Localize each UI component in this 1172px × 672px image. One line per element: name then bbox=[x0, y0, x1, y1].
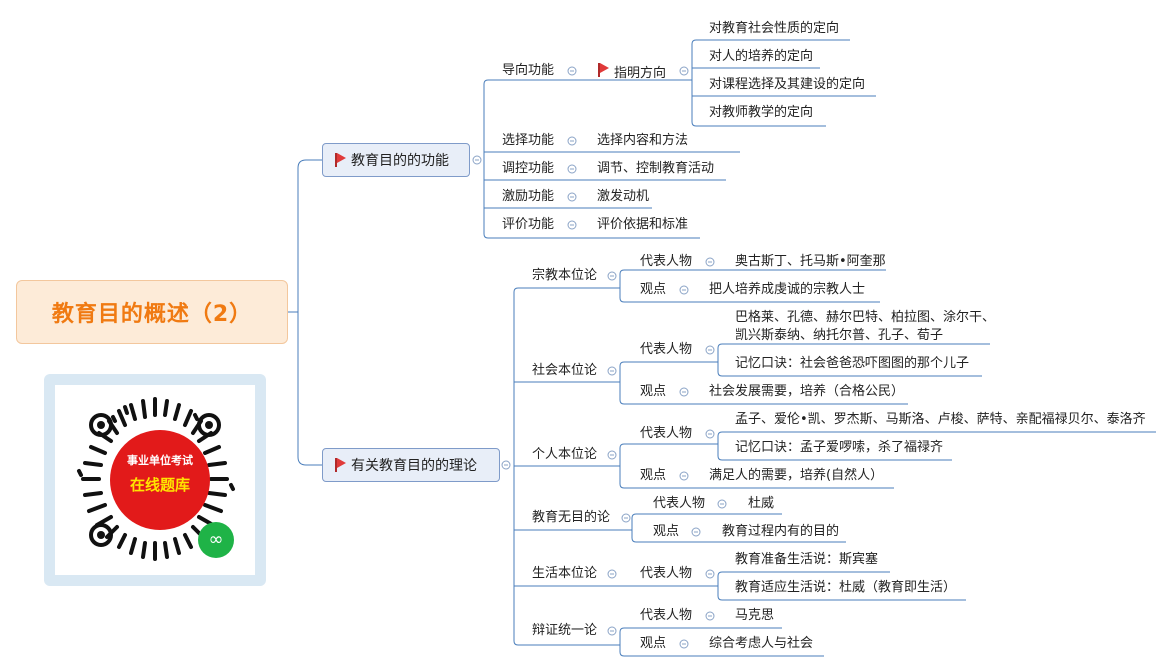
node-theory[interactable]: 社会本位论 bbox=[532, 363, 598, 378]
node-view-value[interactable]: 满足人的需要，培养(自然人） bbox=[709, 468, 884, 483]
node-view-label[interactable]: 观点 bbox=[640, 636, 667, 651]
node-direction-item[interactable]: 对人的培养的定向 bbox=[709, 49, 814, 64]
node-view-label[interactable]: 观点 bbox=[640, 468, 667, 483]
node-rep-label[interactable]: 代表人物 bbox=[640, 608, 693, 623]
qr-center-badge: 事业单位考试 在线题库 bbox=[110, 430, 210, 530]
node-rep-value[interactable]: 杜威 bbox=[748, 496, 775, 511]
node-view-label[interactable]: 观点 bbox=[640, 384, 667, 399]
node-function-label[interactable]: 激励功能 bbox=[502, 189, 555, 204]
node-function-value[interactable]: 激发动机 bbox=[597, 189, 650, 204]
node-theory[interactable]: 辩证统一论 bbox=[532, 623, 598, 638]
node-memo[interactable]: 记忆口诀：孟子爱啰嗦，杀了福禄齐 bbox=[735, 440, 944, 455]
node-direction-item[interactable]: 对课程选择及其建设的定向 bbox=[709, 77, 866, 92]
flag-icon bbox=[598, 63, 609, 77]
node-function-value[interactable]: 评价依据和标准 bbox=[597, 217, 689, 232]
node-rep-value[interactable]: 教育准备生活说：斯宾塞 bbox=[735, 552, 879, 567]
node-theory[interactable]: 宗教本位论 bbox=[532, 268, 598, 283]
node-rep-label[interactable]: 代表人物 bbox=[653, 496, 706, 511]
main-topic-label: 有关教育目的的理论 bbox=[351, 458, 477, 474]
node-memo[interactable]: 记忆口诀：社会爸爸恐吓图图的那个儿子 bbox=[735, 356, 970, 371]
node-view-value[interactable]: 教育过程内有的目的 bbox=[722, 524, 840, 539]
node-function-label[interactable]: 选择功能 bbox=[502, 133, 555, 148]
flag-icon bbox=[335, 153, 346, 167]
main-topic-label: 教育目的的功能 bbox=[351, 153, 449, 169]
node-orient-function[interactable]: 导向功能 bbox=[502, 63, 555, 78]
node-rep-label[interactable]: 代表人物 bbox=[640, 566, 693, 581]
node-theory[interactable]: 生活本位论 bbox=[532, 566, 598, 581]
node-direction-label: 指明方向 bbox=[614, 66, 667, 81]
node-view-value[interactable]: 综合考虑人与社会 bbox=[709, 636, 814, 651]
node-function-label[interactable]: 评价功能 bbox=[502, 217, 555, 232]
node-rep-value[interactable]: 马克思 bbox=[735, 608, 775, 623]
flag-icon bbox=[335, 458, 346, 472]
node-direction-item[interactable]: 对教师教学的定向 bbox=[709, 105, 814, 120]
node-theory[interactable]: 教育无目的论 bbox=[532, 510, 611, 525]
node-rep-label[interactable]: 代表人物 bbox=[640, 254, 693, 269]
node-rep-value[interactable]: 巴格莱、孔德、赫尔巴特、柏拉图、涂尔干、 bbox=[735, 310, 996, 325]
node-function-label[interactable]: 调控功能 bbox=[502, 161, 555, 176]
mini-program-icon: ∞ bbox=[198, 522, 234, 558]
qr-code bbox=[55, 385, 255, 575]
main-topic-functions[interactable]: 教育目的的功能 bbox=[322, 143, 470, 177]
qr-code-card[interactable]: 事业单位考试 在线题库 ∞ bbox=[44, 374, 266, 586]
node-direction-item[interactable]: 对教育社会性质的定向 bbox=[709, 21, 840, 36]
qr-pattern bbox=[77, 397, 235, 561]
node-rep-label[interactable]: 代表人物 bbox=[640, 342, 693, 357]
node-rep-value[interactable]: 奥古斯丁、托马斯•阿奎那 bbox=[735, 254, 886, 269]
node-theory[interactable]: 个人本位论 bbox=[532, 447, 598, 462]
node-rep-label[interactable]: 代表人物 bbox=[640, 426, 693, 441]
main-topic-theories[interactable]: 有关教育目的的理论 bbox=[322, 448, 500, 482]
node-view-label[interactable]: 观点 bbox=[640, 282, 667, 297]
qr-line1: 事业单位考试 bbox=[127, 454, 193, 467]
node-rep-value[interactable]: 孟子、爱伦•凯、罗杰斯、马斯洛、卢梭、萨特、亲配福禄贝尔、泰洛齐 bbox=[735, 412, 1146, 427]
node-function-value[interactable]: 选择内容和方法 bbox=[597, 133, 689, 148]
qr-line2: 在线题库 bbox=[129, 476, 190, 494]
root-topic[interactable]: 教育目的概述（2） bbox=[16, 280, 288, 344]
node-function-value[interactable]: 调节、控制教育活动 bbox=[597, 161, 715, 176]
root-title: 教育目的概述（2） bbox=[51, 302, 253, 327]
node-rep-value[interactable]: 凯兴斯泰纳、纳托尔普、孔子、荀子 bbox=[735, 328, 944, 343]
node-view-value[interactable]: 把人培养成虔诚的宗教人士 bbox=[709, 282, 866, 297]
node-view-value[interactable]: 社会发展需要，培养（合格公民） bbox=[709, 384, 905, 399]
node-view-label[interactable]: 观点 bbox=[653, 524, 680, 539]
node-rep-value[interactable]: 教育适应生活说：杜威（教育即生活） bbox=[735, 580, 957, 595]
node-direction[interactable]: 指明方向 bbox=[598, 63, 666, 82]
